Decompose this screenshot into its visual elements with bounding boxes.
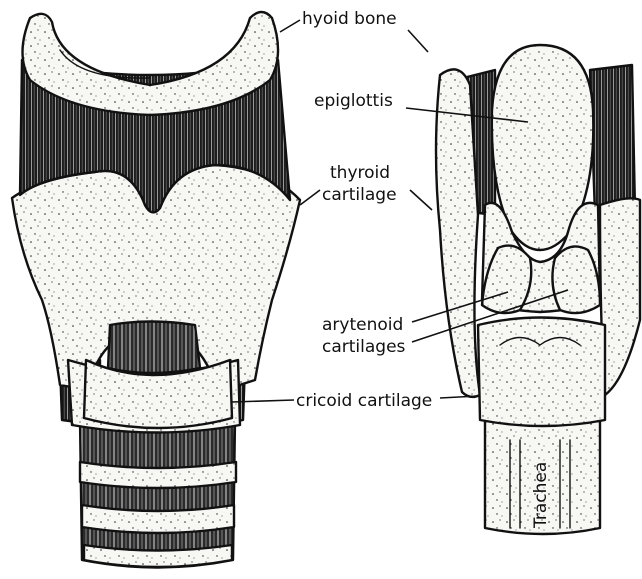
trachea-rings-anterior [80, 420, 236, 568]
svg-text:cricoid cartilage: cricoid cartilage [296, 391, 432, 411]
cricoid-cartilage-posterior [478, 318, 605, 427]
posterior-muscle [590, 65, 635, 215]
svg-text:hyoid bone: hyoid bone [302, 9, 397, 29]
label-trachea: Trachea [531, 462, 551, 529]
svg-text:epiglottis: epiglottis [314, 91, 393, 111]
anterior-view [12, 12, 300, 568]
svg-text:thyroid: thyroid [330, 163, 390, 183]
svg-text:Trachea: Trachea [531, 462, 551, 529]
svg-text:arytenoid: arytenoid [322, 315, 403, 335]
svg-text:cartilages: cartilages [322, 337, 406, 357]
label-thyroid-cartilage: thyroid cartilage [300, 163, 432, 210]
label-cricoid-cartilage: cricoid cartilage [232, 391, 478, 411]
svg-text:cartilage: cartilage [322, 185, 397, 205]
label-hyoid-bone: hyoid bone [280, 9, 428, 52]
posterior-view [436, 45, 640, 534]
